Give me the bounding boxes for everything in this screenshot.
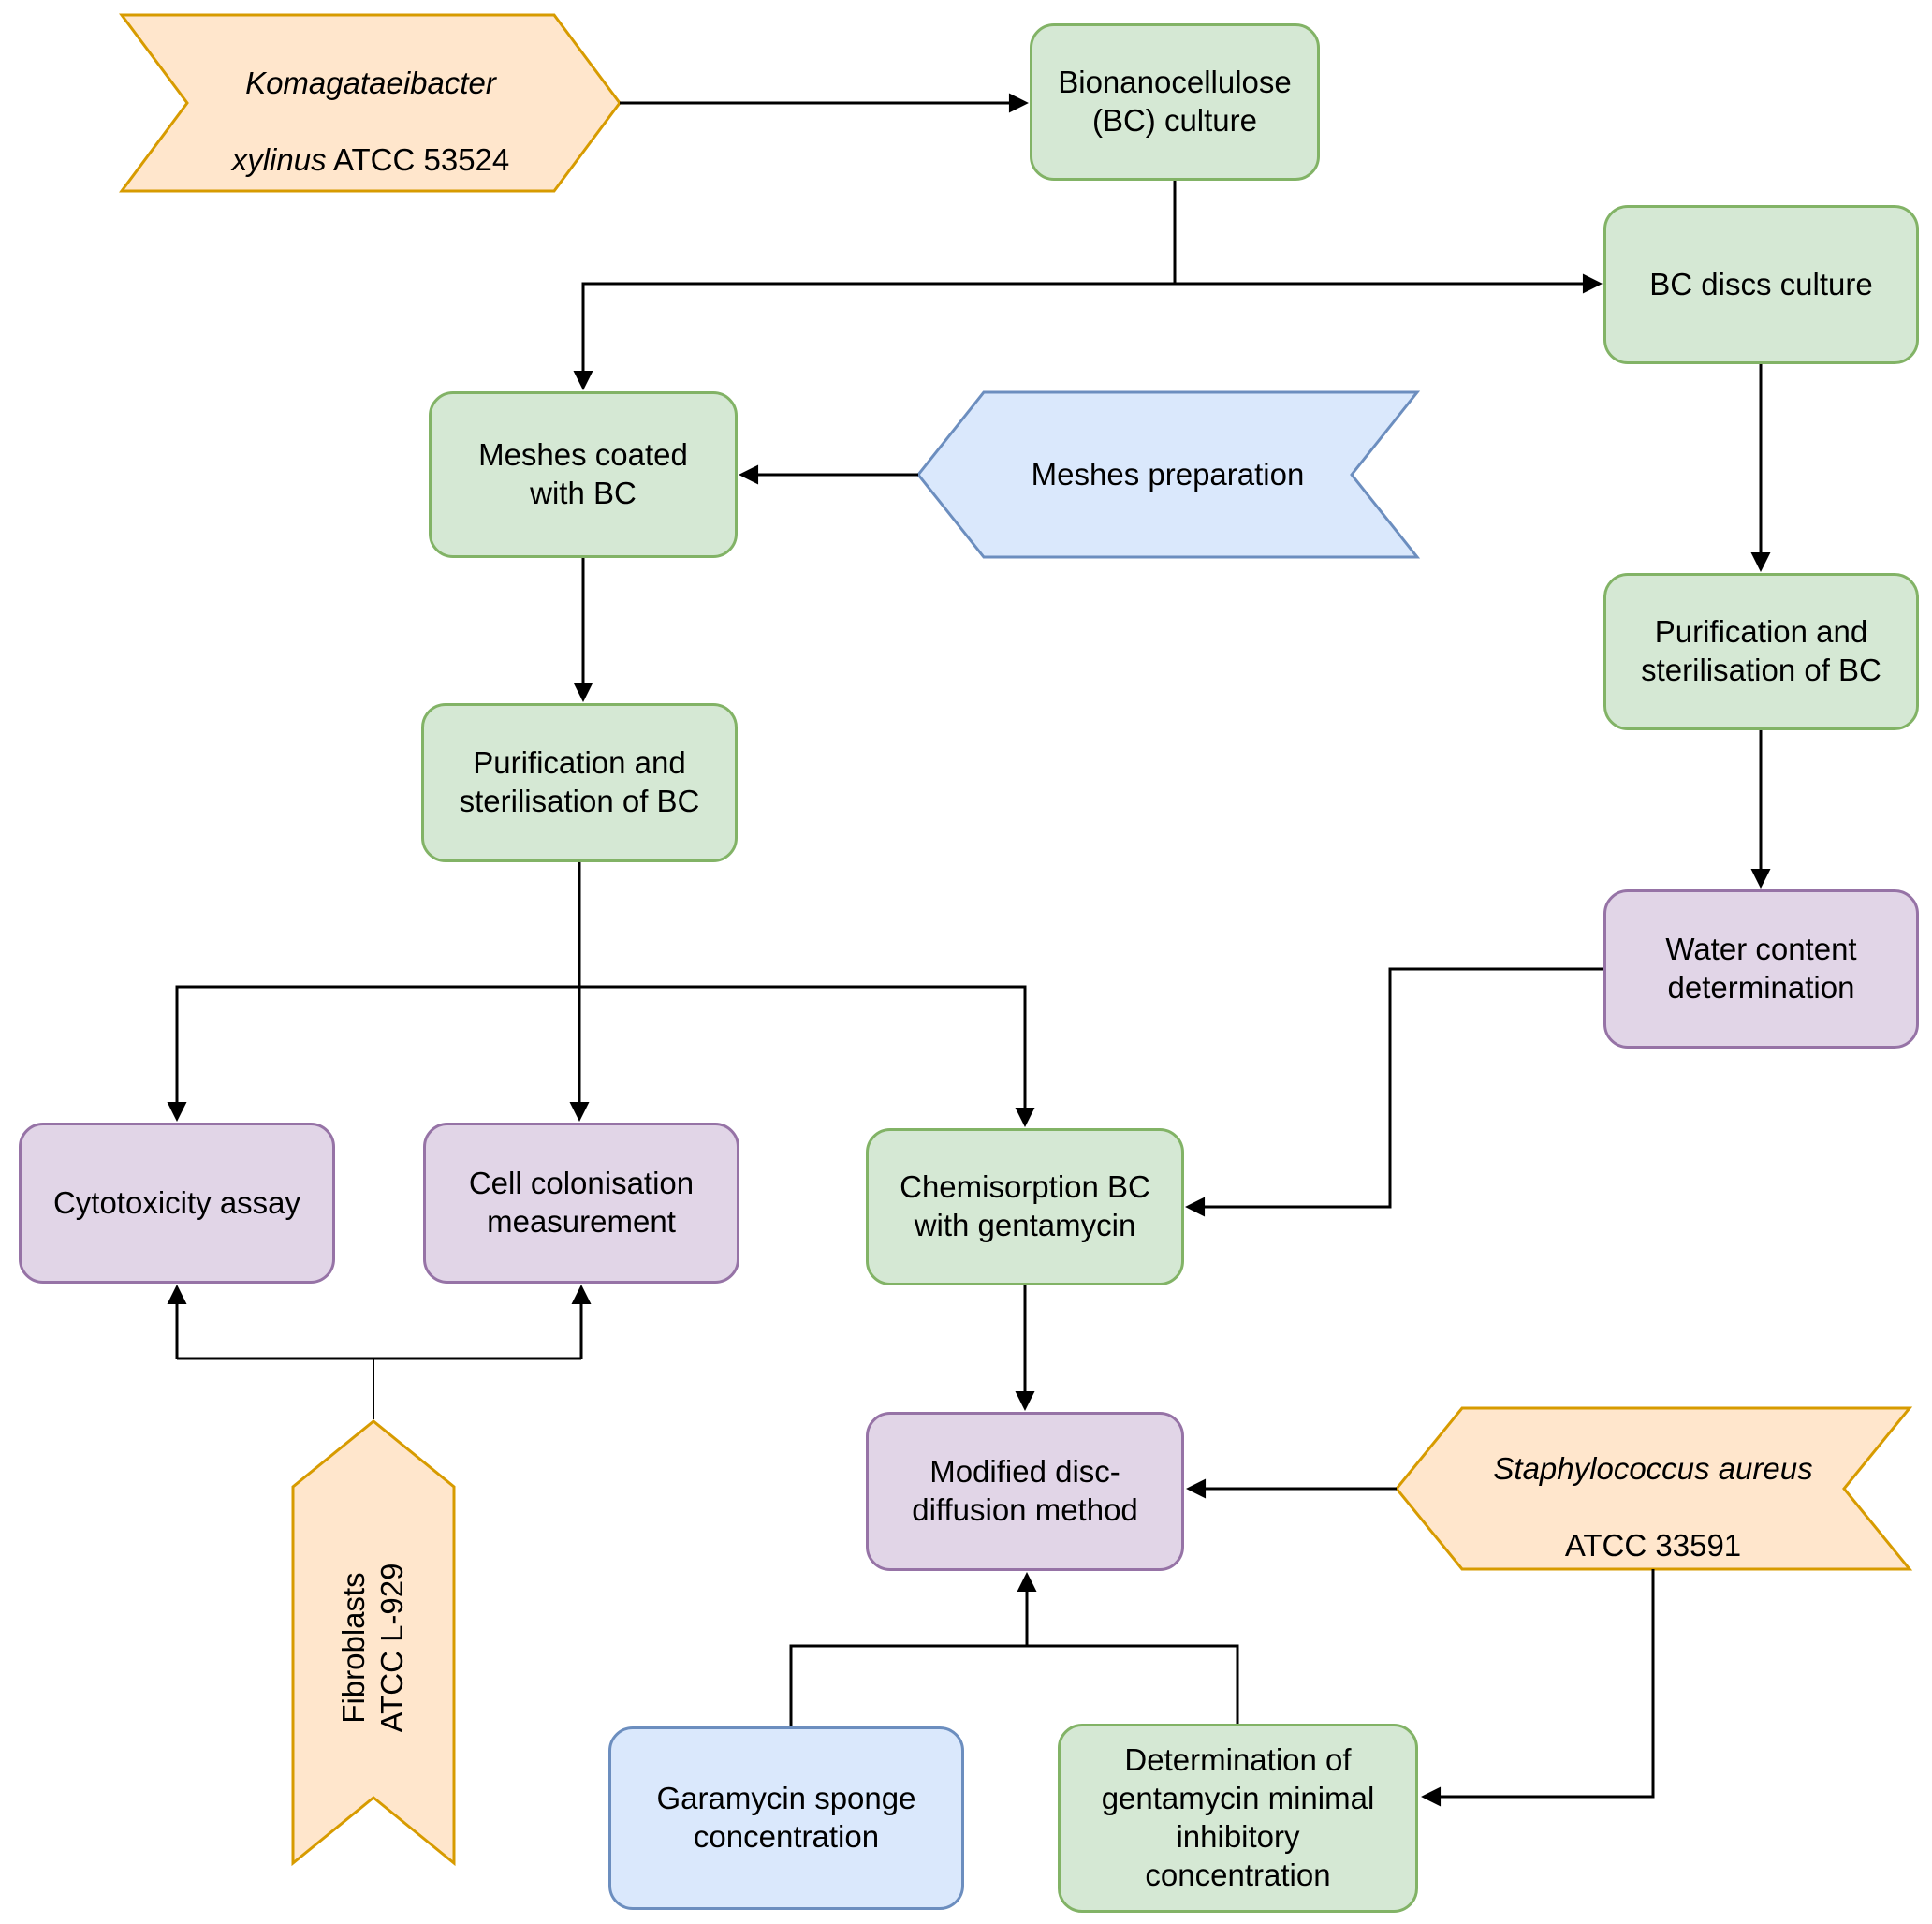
node-komagataeibacter-banner: Komagataeibacter xylinus ATCC 53524 (187, 15, 554, 191)
node-label: Chemisorption BC with gentamycin (900, 1169, 1150, 1242)
node-label: BC discs culture (1649, 266, 1873, 301)
ribbon-shape-fibroblasts (291, 1419, 456, 1867)
node-label: Meshes preparation (1031, 456, 1305, 492)
node-bc-culture: Bionanocellulose (BC) culture (1030, 23, 1320, 181)
node-meshes-coated: Meshes coated with BC (429, 391, 738, 558)
node-garamycin-sponge: Garamycin sponge concentration (608, 1726, 964, 1910)
node-bc-discs-culture: BC discs culture (1603, 205, 1919, 364)
node-staphylococcus-banner: Staphylococcus aureus ATCC 33591 (1462, 1408, 1844, 1569)
node-label: Bionanocellulose (BC) culture (1058, 65, 1292, 138)
node-fibroblasts-banner: Fibroblasts ATCC L-929 (299, 1461, 448, 1835)
node-label: Determination of gentamycin minimal inhi… (1101, 1742, 1375, 1892)
node-water-content: Water content determination (1603, 889, 1919, 1049)
node-chemisorption: Chemisorption BC with gentamycin (866, 1128, 1184, 1285)
connector-bottom-join-bar (789, 1644, 1239, 1726)
node-label: Komagataeibacter xylinus ATCC 53524 (231, 66, 510, 177)
node-cell-colonisation: Cell colonisation measurement (423, 1123, 739, 1284)
node-cytotoxicity-assay: Cytotoxicity assay (19, 1123, 335, 1284)
node-label: Staphylococcus aureus ATCC 33591 (1493, 1451, 1813, 1563)
node-modified-disc-diffusion: Modified disc- diffusion method (866, 1412, 1184, 1571)
node-label: Purification and sterilisation of BC (459, 745, 700, 818)
node-meshes-preparation-banner: Meshes preparation (984, 392, 1352, 557)
node-purification-right: Purification and sterilisation of BC (1603, 573, 1919, 730)
node-label: Cytotoxicity assay (52, 1184, 301, 1220)
node-label: Modified disc- diffusion method (912, 1454, 1138, 1527)
connector-purification-left-to-cytotoxicity (167, 985, 579, 1122)
node-label: Fibroblasts ATCC L-929 (336, 1563, 409, 1733)
node-label: Meshes coated with BC (478, 437, 688, 510)
connector-purification-left-to-chemisorption (579, 985, 1035, 1127)
connector-water-content-to-chemisorption (1185, 967, 1603, 1217)
ribbon-shape-komagataeibacter (119, 13, 622, 193)
node-label: Garamycin sponge concentration (656, 1781, 916, 1854)
connector-staphylococcus-to-determination (1421, 1569, 1655, 1807)
node-label: Purification and sterilisation of BC (1641, 614, 1881, 687)
node-determination-mic: Determination of gentamycin minimal inhi… (1058, 1724, 1418, 1913)
connector-bc-culture-to-meshes-coated (573, 282, 1175, 390)
node-label: Cell colonisation measurement (468, 1166, 695, 1239)
node-purification-left: Purification and sterilisation of BC (421, 703, 738, 862)
node-label: Water content determination (1665, 932, 1857, 1005)
